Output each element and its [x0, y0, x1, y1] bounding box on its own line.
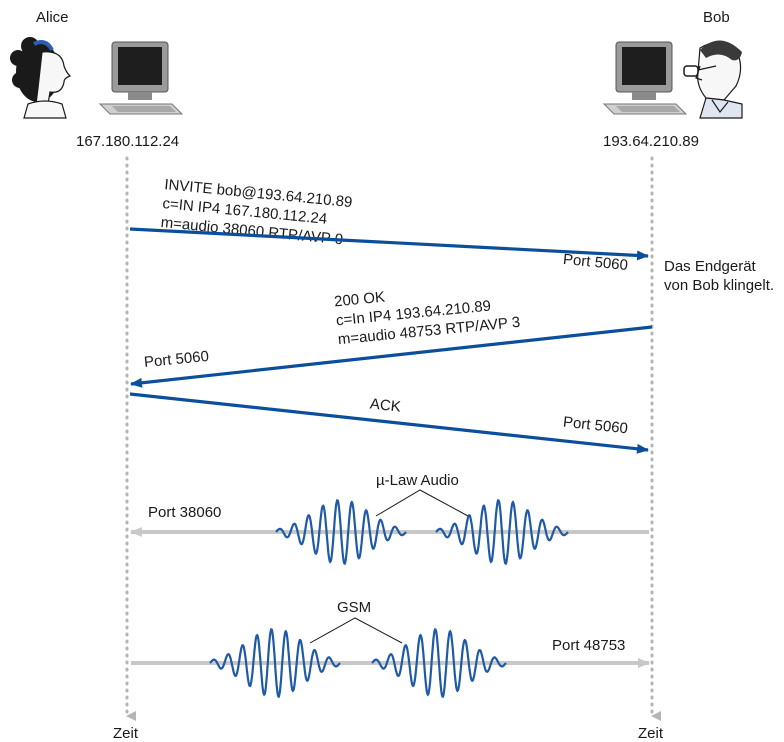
bob-name: Bob [703, 9, 730, 26]
mulaw-wave-packet-1 [275, 499, 407, 566]
gsm-wave-packet-1 [209, 628, 341, 699]
ringing-note-line-2: von Bob klingelt. [664, 277, 774, 294]
ok-line-1: 200 OK [333, 289, 385, 311]
alice-time-label: Zeit [113, 725, 139, 742]
mulaw-port: Port 38060 [148, 504, 221, 521]
gsm-wave-packet-2 [371, 627, 507, 699]
gsm-port: Port 48753 [552, 637, 625, 654]
invite-port: Port 5060 [562, 251, 628, 274]
ringing-note-line-1: Das Endgerät [664, 258, 757, 275]
invite-arrow [129, 227, 649, 261]
gsm-label: GSM [337, 599, 371, 616]
bob-avatar [683, 40, 743, 119]
mulaw-wave-packet-2 [435, 499, 569, 565]
ok-arrow [130, 325, 653, 388]
ack-port: Port 5060 [562, 414, 628, 438]
alice-name: Alice [36, 9, 69, 26]
ok-port: Port 5060 [143, 348, 209, 371]
alice-avatar [10, 37, 72, 119]
alice-computer-icon [98, 41, 184, 115]
bob-ip: 193.64.210.89 [603, 133, 699, 150]
ok-message-group: 200 OK c=In IP4 193.64.210.89 m=audio 48… [333, 289, 520, 349]
ack-arrow [129, 392, 649, 454]
bob-time-label: Zeit [638, 725, 664, 742]
ack-label: ACK [369, 395, 401, 415]
mulaw-label: µ-Law Audio [376, 472, 459, 489]
mulaw-callout [375, 489, 469, 517]
gsm-callout [309, 617, 403, 644]
alice-ip: 167.180.112.24 [76, 133, 179, 150]
bob-computer-icon [602, 41, 688, 115]
